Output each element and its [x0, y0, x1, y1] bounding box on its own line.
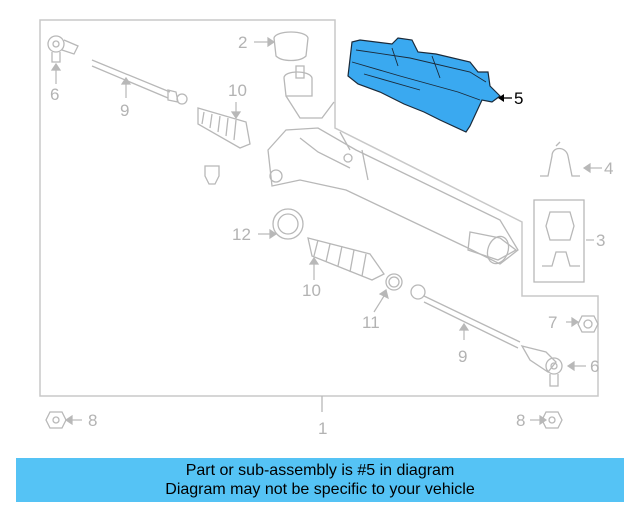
callout-11: 11 — [362, 313, 380, 332]
part-2-cap — [273, 31, 309, 62]
part-3-bushing — [533, 199, 585, 283]
info-banner: Part or sub-assembly is #5 in diagram Di… — [16, 458, 624, 502]
callout-7: 7 — [548, 313, 557, 332]
callout-9-top: 9 — [120, 101, 129, 120]
part-12-ring — [272, 208, 304, 240]
callout-6-top: 6 — [50, 85, 59, 104]
callout-10-lower: 10 — [302, 281, 321, 300]
part-9-inner-tie-rod-left — [91, 59, 188, 105]
leader-lines — [50, 36, 602, 426]
part-5-bracket[interactable] — [347, 37, 501, 133]
part-6-tie-rod-end-lower — [520, 344, 563, 387]
callout-1: 1 — [318, 419, 327, 438]
part-10-boot-lower — [307, 237, 385, 281]
small-fitting — [204, 165, 220, 185]
callout-8-left: 8 — [88, 411, 97, 430]
parts-diagram: 2 5 6 9 10 4 3 12 10 11 7 9 6 8 1 8 — [39, 19, 613, 438]
callout-5[interactable]: 5 — [514, 89, 523, 108]
part-10-boot-upper — [197, 107, 251, 149]
part-4-clamp — [540, 141, 580, 177]
callout-8-right: 8 — [516, 411, 525, 430]
callout-9-lower: 9 — [458, 347, 467, 366]
callout-3: 3 — [596, 231, 605, 250]
callout-6-lower: 6 — [590, 357, 599, 376]
callout-12: 12 — [232, 225, 251, 244]
assembly-outline — [39, 19, 599, 397]
part-11-clip — [385, 273, 403, 291]
callout-2: 2 — [238, 33, 247, 52]
callout-4: 4 — [604, 159, 613, 178]
part-8-nut-left — [45, 411, 67, 429]
part-6-tie-rod-end-left — [47, 35, 79, 63]
leader-line-5 — [498, 94, 512, 102]
part-1-steering-gear — [267, 65, 519, 265]
line-art — [45, 31, 599, 429]
banner-line-2: Diagram may not be specific to your vehi… — [165, 481, 475, 498]
part-9-inner-tie-rod-lower — [410, 284, 521, 349]
part-7-nut — [577, 315, 599, 333]
callout-10-top: 10 — [228, 81, 247, 100]
banner-line-1: Part or sub-assembly is #5 in diagram — [185, 462, 455, 479]
